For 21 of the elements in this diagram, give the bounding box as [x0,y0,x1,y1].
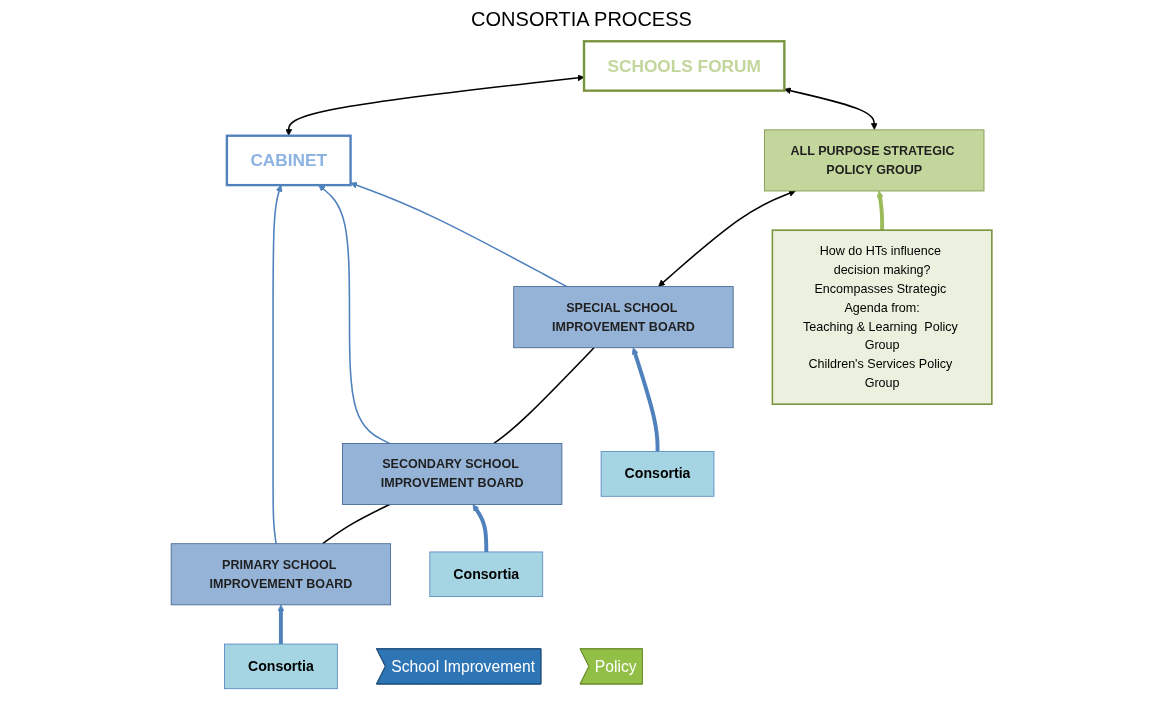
node-box: CABINET [225,134,352,187]
diagram-title: CONSORTIA PROCESS [470,8,693,31]
arrow [277,604,285,645]
node-box: How do HTs influence decision making? Encompasses Strategic Agenda from: Teaching & Learning Policy Group Children's Services Policy Group [771,229,993,405]
arrow [784,87,878,130]
connector [493,346,595,445]
connector [321,503,391,545]
arrow [472,504,489,552]
arrow [876,190,885,231]
arrow [658,190,796,287]
arrow [285,74,585,136]
node-box: SCHOOLS FORUM [582,40,786,92]
arrow [631,347,660,452]
arrow [350,181,568,288]
node-box: SECONDARY SCHOOL IMPROVEMENT BOARD [342,443,563,505]
node-box: PRIMARY SCHOOL IMPROVEMENT BOARD [170,543,391,606]
node-box: ALL PURPOSE STRATEGIC POLICY GROUP [764,129,985,192]
node-box: Consortia [429,551,544,597]
node-box: SPECIAL SCHOOL IMPROVEMENT BOARD [513,286,734,349]
node-box: Consortia [600,451,715,497]
node-box: Consortia [224,643,338,690]
